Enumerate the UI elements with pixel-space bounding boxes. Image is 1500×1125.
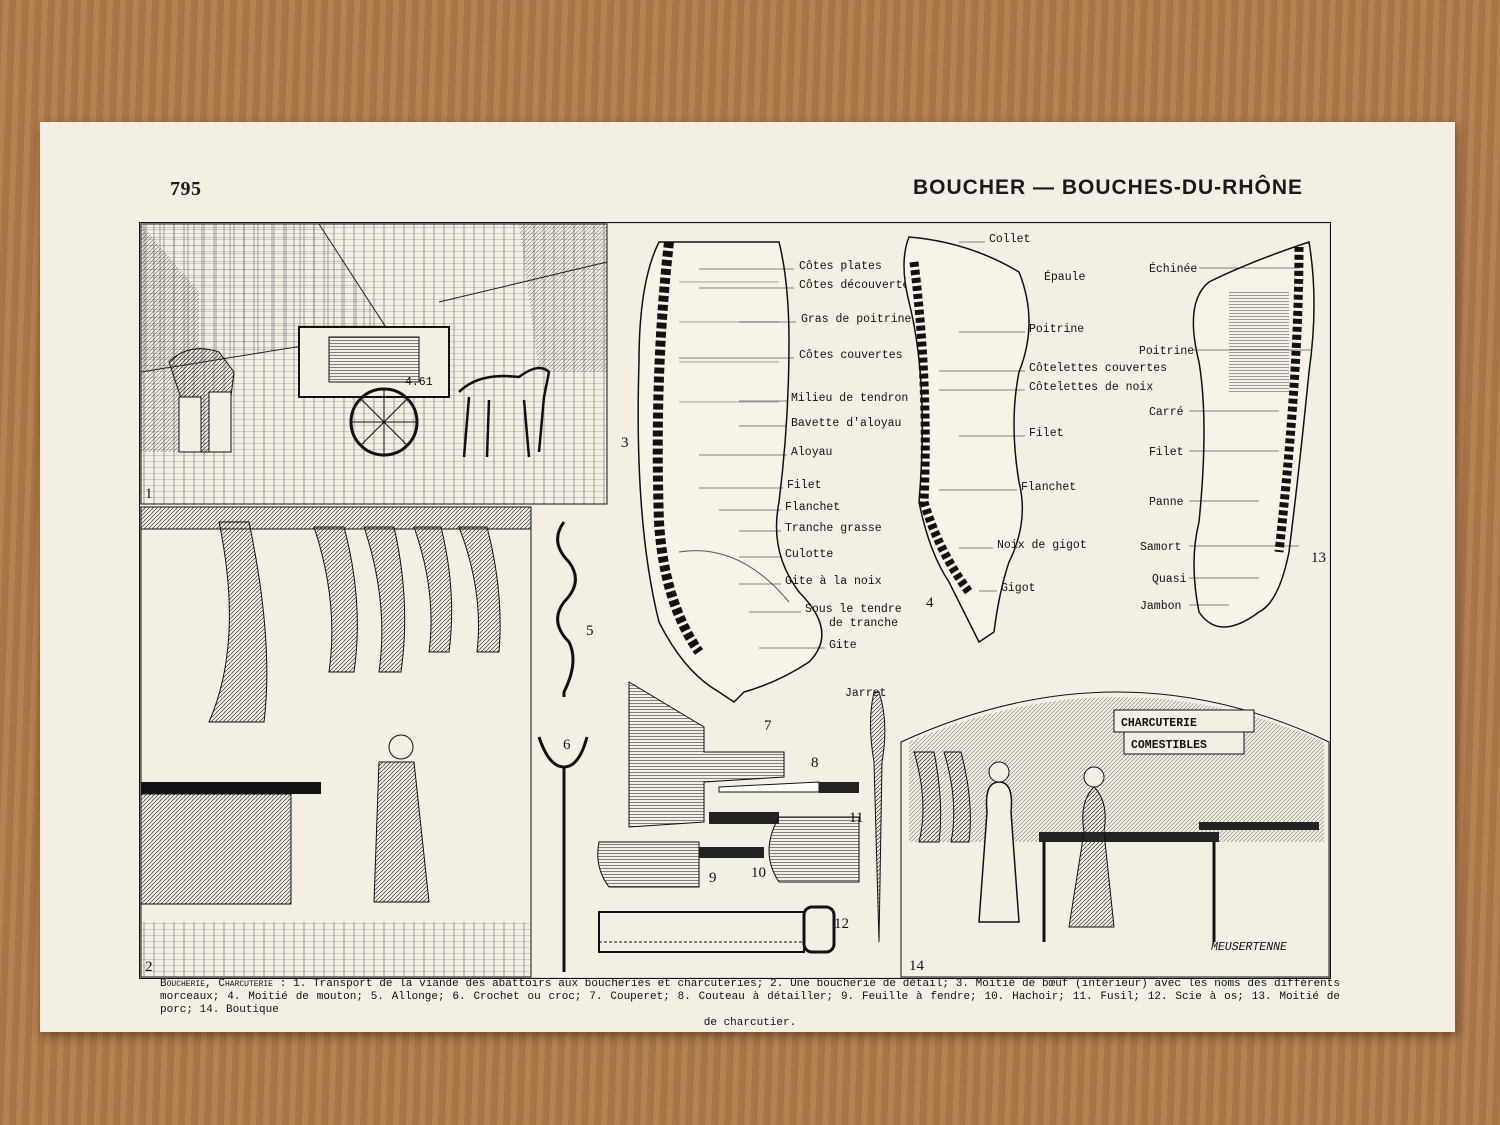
pork-label: Poitrine — [1139, 345, 1194, 358]
figure-number-7: 7 — [764, 718, 772, 734]
figure-number-11: 11 — [849, 810, 863, 826]
beef-label: Jarret — [845, 687, 886, 700]
pork-label: Samort — [1140, 541, 1181, 554]
beef-label: Sous le tendre — [805, 603, 902, 616]
shop-sign-charcuterie: CHARCUTERIE — [1121, 717, 1197, 730]
beef-label: Côtes découvertes — [799, 279, 916, 292]
scene-butcher-shop: 2 — [140, 506, 532, 978]
beef-label: Gite à la noix — [785, 575, 882, 588]
beef-label: Filet — [787, 479, 822, 492]
engraver-signature: MEUSERTENNE — [1211, 941, 1287, 954]
shop-sign-comestibles: COMESTIBLES — [1131, 739, 1207, 752]
page-number: 795 — [170, 178, 202, 200]
pork-label: Jambon — [1140, 600, 1181, 613]
pork-label: Filet — [1149, 446, 1184, 459]
pork-label: Échinée — [1149, 262, 1197, 276]
pork-cut-labels: Échinée Poitrine Carré Filet Panne Samor… — [1139, 262, 1197, 613]
mutton-label: Flanchet — [1021, 481, 1076, 494]
caption-lead: Boucherie, Charcuterie : — [160, 978, 287, 990]
figure-number-4: 4 — [926, 595, 934, 611]
mutton-label: Filet — [1029, 427, 1064, 440]
plate-caption: Boucherie, Charcuterie : 1. Transport de… — [160, 978, 1340, 1030]
figure-number-8: 8 — [811, 755, 819, 771]
figure-number-5: 5 — [586, 623, 594, 639]
beef-label: Gite — [829, 639, 857, 652]
mutton-label: Gigot — [1001, 582, 1036, 595]
mutton-half-diagram: 4 Collet Épaule Poitrine Côtelettes couv… — [903, 233, 1167, 644]
figure-number-13: 13 — [1311, 550, 1326, 566]
beef-label: Côtes plates — [799, 260, 882, 273]
beef-cut-labels: Côtes plates Côtes découvertes Gras de p… — [785, 260, 916, 700]
mutton-label: Poitrine — [1029, 323, 1084, 336]
figure-number-6: 6 — [563, 737, 571, 753]
pork-half-diagram: 13 Échinée Poitrine Carré Filet Panne Sa… — [1139, 241, 1326, 628]
figure-number-2: 2 — [145, 959, 153, 975]
mutton-label: Côtelettes couvertes — [1029, 362, 1167, 375]
mutton-label: Épaule — [1044, 270, 1086, 284]
figure-number-3: 3 — [621, 435, 629, 451]
beef-label: Tranche grasse — [785, 522, 882, 535]
beef-label: Gras de poitrine — [801, 313, 912, 326]
mutton-label: Noix de gigot — [997, 539, 1087, 552]
beef-half-diagram: 3 Côtes plates Côtes découvertes Gras de… — [621, 241, 916, 703]
page-title: BOUCHER — BOUCHES-DU-RHÔNE — [912, 176, 1303, 199]
pork-label: Panne — [1149, 496, 1184, 509]
mutton-cut-labels: Collet Épaule Poitrine Côtelettes couver… — [989, 233, 1167, 595]
figure-number-10: 10 — [751, 865, 766, 881]
mutton-label: Côtelettes de noix — [1029, 381, 1153, 394]
scene-charcuterie: CHARCUTERIE COMESTIBLES 14 MEUSERTENNE — [900, 691, 1330, 978]
figure-number-1: 1 — [145, 486, 153, 502]
caption-text: 1. Transport de la viande des abattoirs … — [160, 978, 1340, 1016]
pork-label: Carré — [1149, 406, 1184, 419]
beef-label: Aloyau — [791, 446, 832, 459]
figure-number-12: 12 — [834, 916, 849, 932]
figure-number-9: 9 — [709, 870, 717, 886]
pork-label: Quasi — [1152, 573, 1187, 586]
illustration-plate: 1 4.61 2 5 6 — [139, 222, 1331, 979]
beef-label: de tranche — [829, 617, 898, 630]
beef-label: Flanchet — [785, 501, 840, 514]
mutton-label: Collet — [989, 233, 1030, 246]
beef-label: Milieu de tendron — [791, 392, 908, 405]
caption-end: de charcutier. — [703, 1017, 797, 1029]
beef-label: Bavette d'aloyau — [791, 417, 901, 430]
scene-transport: 1 4.61 — [140, 223, 608, 505]
beef-label: Côtes couvertes — [799, 349, 903, 362]
cart-plate: 4.61 — [405, 376, 433, 389]
printed-page: 795 BOUCHER — BOUCHES-DU-RHÔNE — [40, 122, 1455, 1032]
figure-number-14: 14 — [909, 958, 925, 974]
butcher-tools: 5 6 7 8 10 9 11 12 — [537, 521, 886, 972]
beef-label: Culotte — [785, 548, 833, 561]
